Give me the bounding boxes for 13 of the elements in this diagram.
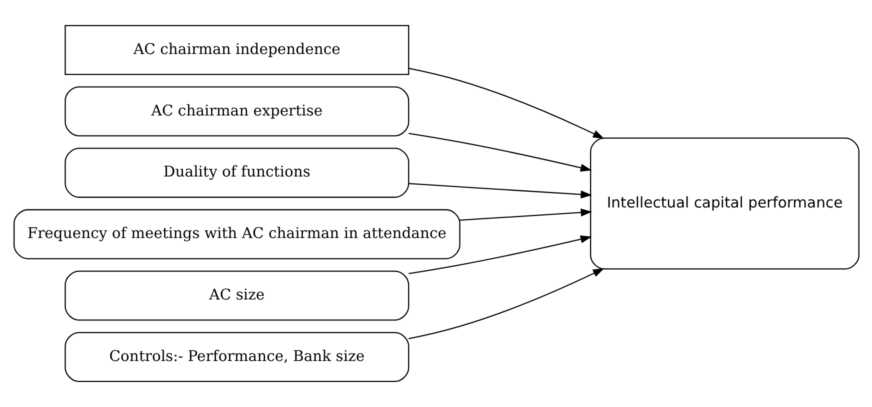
node-box: AC chairman independence	[64, 24, 409, 75]
arrow	[408, 68, 604, 139]
node-box: Frequency of meetings with AC chairman in attendance	[13, 209, 460, 260]
arrow	[408, 268, 604, 340]
node-box: Controls:- Performance, Bank size	[64, 332, 409, 382]
node-box: Duality of functions	[64, 148, 409, 198]
arrow	[408, 132, 592, 172]
arrow	[408, 183, 592, 198]
arrow	[408, 235, 592, 274]
node-box: AC size	[64, 270, 409, 321]
arrow	[459, 208, 592, 221]
node-box: Intellectual capital performance	[590, 138, 859, 270]
node-box: AC chairman expertise	[64, 86, 409, 136]
